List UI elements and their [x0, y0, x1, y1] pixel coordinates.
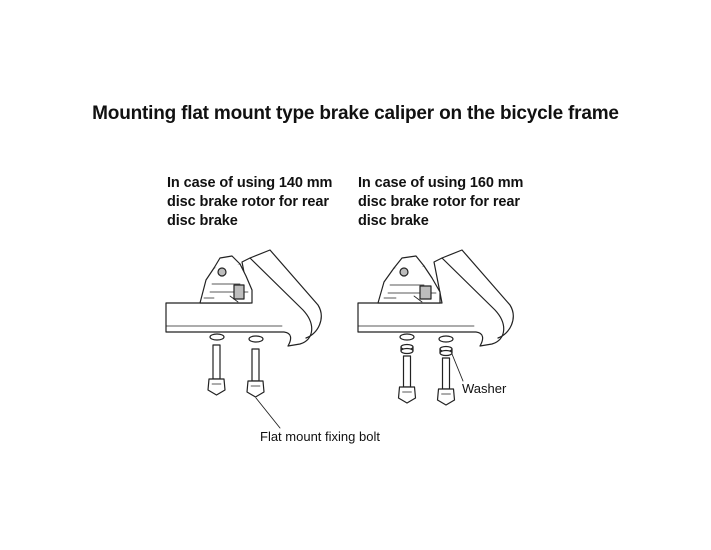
- washer-rear-right: [439, 345, 453, 357]
- bolt-label: Flat mount fixing bolt: [260, 429, 380, 444]
- caption-140mm-line-1: In case of using 140 mm: [167, 175, 333, 191]
- frame-chainstay-right: [357, 257, 505, 347]
- mount-hole-rear-left: [248, 335, 264, 343]
- brake-caliper-right: [377, 255, 441, 304]
- caption-140mm-line-2: disc brake rotor for rear: [167, 194, 329, 210]
- washer-label: Washer: [462, 381, 507, 396]
- diagram-title: Mounting flat mount type brake caliper o…: [92, 103, 619, 124]
- mount-hole-front-right: [399, 333, 415, 341]
- bolt-front-right: [397, 355, 417, 404]
- frame-assembly-140mm: [165, 249, 322, 429]
- caption-160mm-line-2: disc brake rotor for rear: [358, 194, 520, 210]
- frame-seatstay-left: [249, 249, 322, 339]
- washer-front-right: [400, 343, 414, 355]
- caption-140mm: In case of using 140 mm disc brake rotor…: [167, 174, 332, 231]
- caption-160mm-line-3: disc brake: [358, 213, 429, 229]
- frame-assembly-160mm: [357, 249, 514, 406]
- frame-seatstay-right: [441, 249, 514, 339]
- bolt-leader-line: [255, 397, 281, 429]
- bolt-rear-right: [436, 357, 456, 406]
- frame-chainstay-left: [165, 257, 313, 347]
- mount-hole-rear-right: [438, 335, 454, 343]
- bolt-front-left: [207, 344, 226, 396]
- washer-leader-line: [451, 353, 464, 382]
- caption-160mm: In case of using 160 mm disc brake rotor…: [358, 174, 523, 231]
- bolt-rear-left: [246, 348, 265, 398]
- brake-caliper-left: [199, 255, 253, 304]
- caption-160mm-line-1: In case of using 160 mm: [358, 175, 524, 191]
- mount-hole-front-left: [209, 333, 225, 341]
- caption-140mm-line-3: disc brake: [167, 213, 238, 229]
